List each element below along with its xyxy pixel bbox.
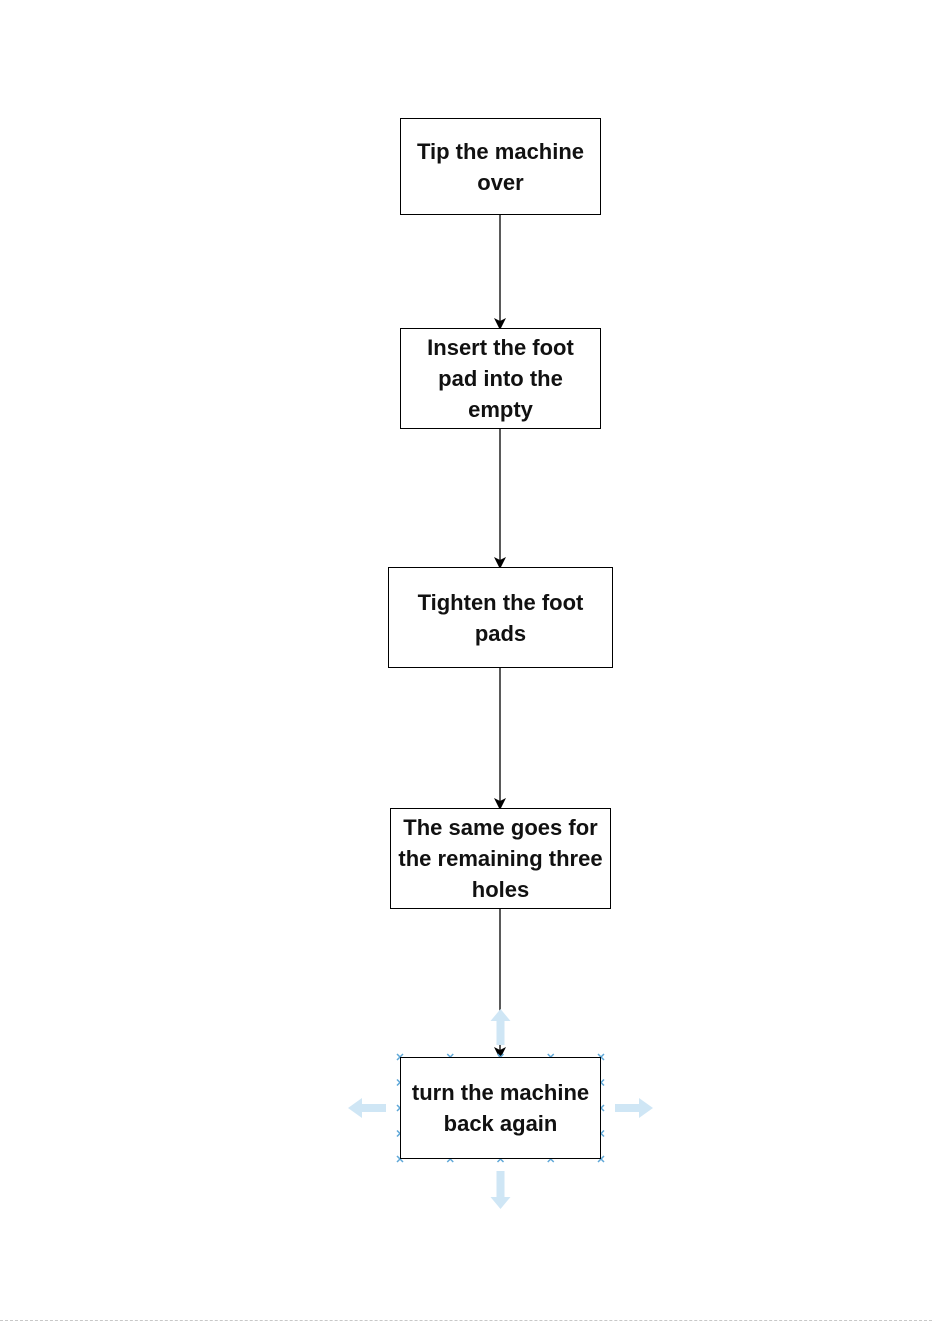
flow-node-insert-foot-pad[interactable]: Insert the foot pad into the empty [400,328,601,429]
flow-node-remaining-holes[interactable]: The same goes for the remaining three ho… [390,808,611,909]
flow-node-label: turn the machine back again [401,1077,600,1139]
quick-connect-right-arrow[interactable] [615,1098,653,1118]
flow-node-turn-machine-back[interactable]: turn the machine back again [400,1057,601,1159]
flow-node-tighten-foot-pads[interactable]: Tighten the foot pads [388,567,613,668]
flow-node-label: The same goes for the remaining three ho… [391,812,610,905]
quick-connect-down-arrow[interactable] [491,1171,511,1209]
flow-node-label: Tighten the foot pads [389,587,612,649]
quick-connect-left-arrow[interactable] [348,1098,386,1118]
quick-connect-up-arrow[interactable] [491,1009,511,1045]
flow-node-label: Insert the foot pad into the empty [401,332,600,425]
flow-node-label: Tip the machine over [401,136,600,198]
flow-node-tip-machine[interactable]: Tip the machine over [400,118,601,215]
page-bottom-rule [0,1320,932,1321]
